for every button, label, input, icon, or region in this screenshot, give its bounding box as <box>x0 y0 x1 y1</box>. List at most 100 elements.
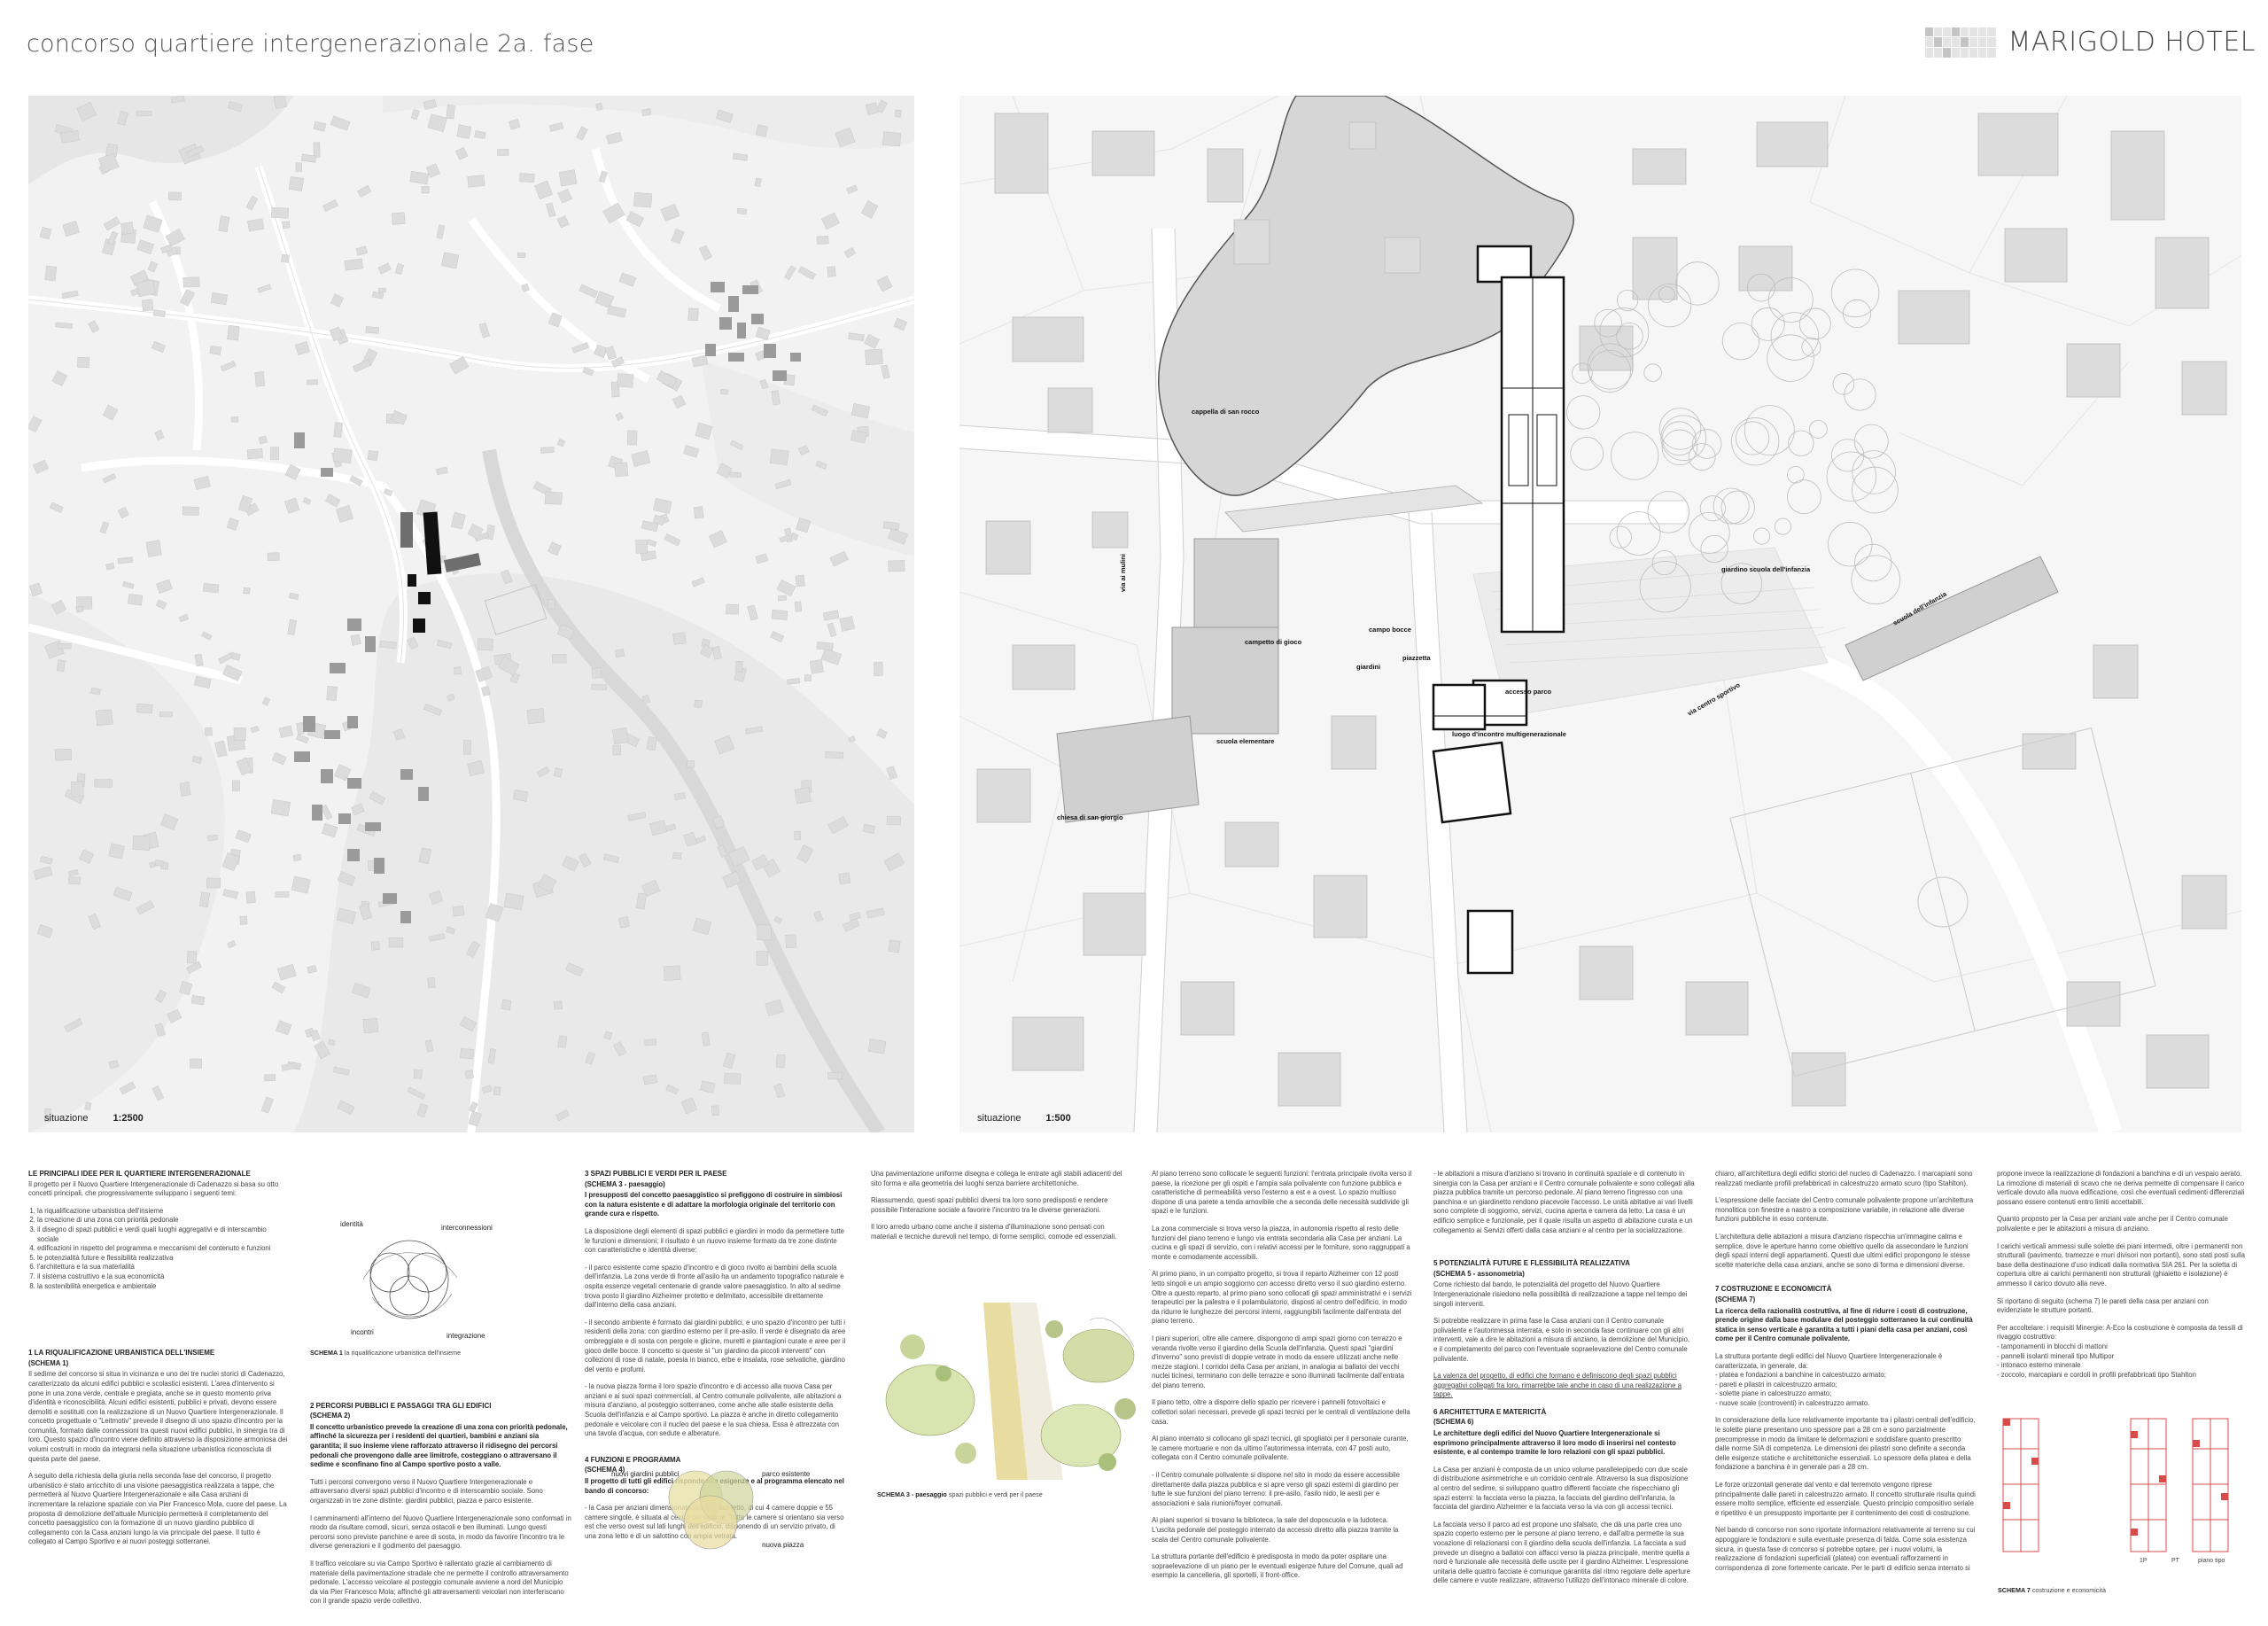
map-building <box>594 291 615 308</box>
map-building <box>330 293 344 307</box>
map-building <box>544 491 563 505</box>
list-item: la riqualificazione urbanistica dell'ins… <box>37 1207 290 1217</box>
map-left-scale-name: situazione <box>44 1113 89 1124</box>
map-building <box>466 940 480 958</box>
map-building <box>314 1040 330 1060</box>
paragraph: La Casa per anziani è composta da un uni… <box>1433 1465 1689 1512</box>
text-column-6: - le abitazioni a misura d'anziano si tr… <box>1433 1170 1695 1594</box>
map-building <box>1685 981 1749 1036</box>
map-building <box>136 279 156 298</box>
tree-symbol <box>1720 563 1763 604</box>
map-building <box>698 245 712 261</box>
map-building <box>848 332 865 341</box>
map-building <box>459 1016 478 1032</box>
map-building <box>700 1080 716 1093</box>
map-building <box>1791 1052 1846 1107</box>
list-item: la creazione di una zona con priorità pe… <box>37 1216 290 1225</box>
map-building <box>427 976 436 989</box>
caption-title: SCHEMA 1 <box>310 1349 343 1357</box>
paragraph: Il loro arredo urbano come anche il sist… <box>871 1223 1117 1241</box>
map-building <box>888 560 905 572</box>
paragraph: La zona commerciale si trova verso la pi… <box>1152 1224 1410 1261</box>
map-building <box>865 348 883 366</box>
tree-symbol <box>1808 419 1828 439</box>
map-building <box>136 899 155 915</box>
map-building <box>1738 245 1793 292</box>
map-building <box>418 847 432 865</box>
map-building <box>481 1085 493 1094</box>
tree-symbol <box>1699 495 1726 522</box>
map-building <box>88 913 101 930</box>
map-building <box>183 276 200 288</box>
map-building <box>797 445 810 456</box>
map-building <box>886 815 902 826</box>
map-building <box>1331 715 1377 770</box>
tree-symbol <box>1700 534 1728 563</box>
map-building <box>882 521 900 531</box>
map-building <box>59 130 80 144</box>
map-building <box>579 284 599 299</box>
map-building <box>437 639 453 650</box>
tree-symbol <box>1611 432 1659 480</box>
map-building <box>44 1108 51 1123</box>
tree-symbol <box>1594 308 1622 338</box>
logo-grid-icon <box>1924 27 1996 58</box>
diagram-label: identità <box>340 1220 363 1228</box>
map-building <box>797 266 816 280</box>
map-building <box>75 605 84 613</box>
map-building <box>349 475 363 486</box>
tree-symbol <box>1647 491 1689 533</box>
map-building <box>214 740 228 758</box>
map-building <box>618 272 637 287</box>
map-building <box>519 173 535 183</box>
map-building <box>773 1083 786 1099</box>
tree-symbol <box>1731 417 1780 466</box>
map-building <box>182 506 199 516</box>
map-building <box>796 844 813 863</box>
tree-symbol <box>1798 307 1831 340</box>
map-building <box>159 712 173 718</box>
tree-symbol <box>1826 451 1876 502</box>
paragraph: Per accoltelare: i requisiti Minergie: A… <box>1997 1323 2243 1379</box>
diagram-label: incontri <box>351 1328 374 1336</box>
map-building <box>809 659 824 674</box>
text-column-5: Al piano terreno sono collocate le segue… <box>1152 1170 1413 1589</box>
map-building <box>307 965 317 974</box>
map-building <box>95 709 113 727</box>
map-building <box>468 1101 478 1113</box>
map-building <box>220 361 237 372</box>
map-building <box>886 766 898 781</box>
tree-symbol <box>1713 487 1750 525</box>
tree-symbol <box>1774 517 1791 535</box>
map-building <box>726 603 740 615</box>
map-building <box>227 940 237 949</box>
map-building <box>557 1035 568 1048</box>
map-building <box>460 1047 475 1060</box>
map-building <box>90 687 101 696</box>
map-building <box>985 520 1031 575</box>
map-building <box>258 435 268 445</box>
section-heading: 3 SPAZI PUBBLICI E VERDI PER IL PAESE <box>585 1170 727 1178</box>
map-building <box>555 1109 570 1122</box>
map-building <box>701 1031 711 1046</box>
map-building <box>284 497 300 514</box>
section-subheading: (SCHEMA 4) <box>585 1466 625 1474</box>
map-building <box>1083 892 1146 956</box>
map-building <box>771 609 788 620</box>
map-building <box>1898 290 1970 345</box>
list-item: la sostenibilità energetica e ambientale <box>37 1282 290 1292</box>
paragraph: I camminamenti all'interno del Nuovo Qua… <box>310 1513 571 1551</box>
map-building <box>631 450 651 467</box>
map-building <box>595 102 603 111</box>
map-building <box>548 122 564 132</box>
map-building <box>239 915 248 925</box>
tree-symbol <box>1639 561 1691 613</box>
situation-map-1-2500: situazione 1:2500 <box>28 96 914 1132</box>
paragraph: La struttura portante dell'edificio è pr… <box>1152 1552 1403 1580</box>
map-building <box>664 533 681 547</box>
map-building <box>271 981 286 994</box>
map-building <box>711 645 722 660</box>
map-building <box>64 1017 83 1033</box>
paragraph: propone invece la realizzazione di fonda… <box>1997 1170 2245 1206</box>
map-building <box>556 215 570 229</box>
